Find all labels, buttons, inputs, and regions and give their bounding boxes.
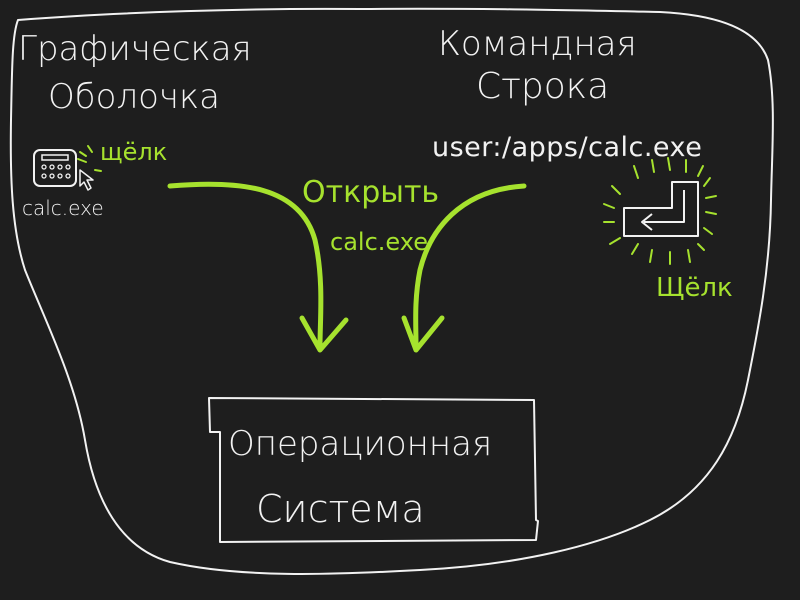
os-label-line2: Система [256, 487, 425, 531]
action-label-line1: Открыть [302, 175, 439, 210]
cli-title-line2: Строка [476, 66, 609, 107]
cli-click-label: Щёлк [656, 273, 733, 303]
gui-title-line1: Графическая [18, 29, 252, 69]
system-boundary [9, 7, 774, 575]
calculator-icon[interactable] [33, 149, 77, 187]
enter-key-icon[interactable] [623, 181, 699, 237]
gui-click-label: щёлк [100, 138, 167, 166]
os-label-line1: Операционная [228, 424, 492, 464]
gui-title-line2: Оболочка [48, 77, 220, 117]
gui-to-os-arrow [167, 181, 349, 353]
cli-to-os-arrow [401, 183, 527, 353]
gui-icon-filename: calc.exe [22, 196, 104, 220]
cli-command: user:/apps/calc.exe [432, 132, 702, 163]
gui-click-burst [77, 145, 102, 172]
cli-title-line1: Командная [438, 24, 637, 64]
action-label-line2: calc.exe [330, 228, 428, 256]
cli-click-burst [603, 157, 717, 265]
cursor-icon [79, 169, 94, 191]
os-box [208, 397, 539, 543]
